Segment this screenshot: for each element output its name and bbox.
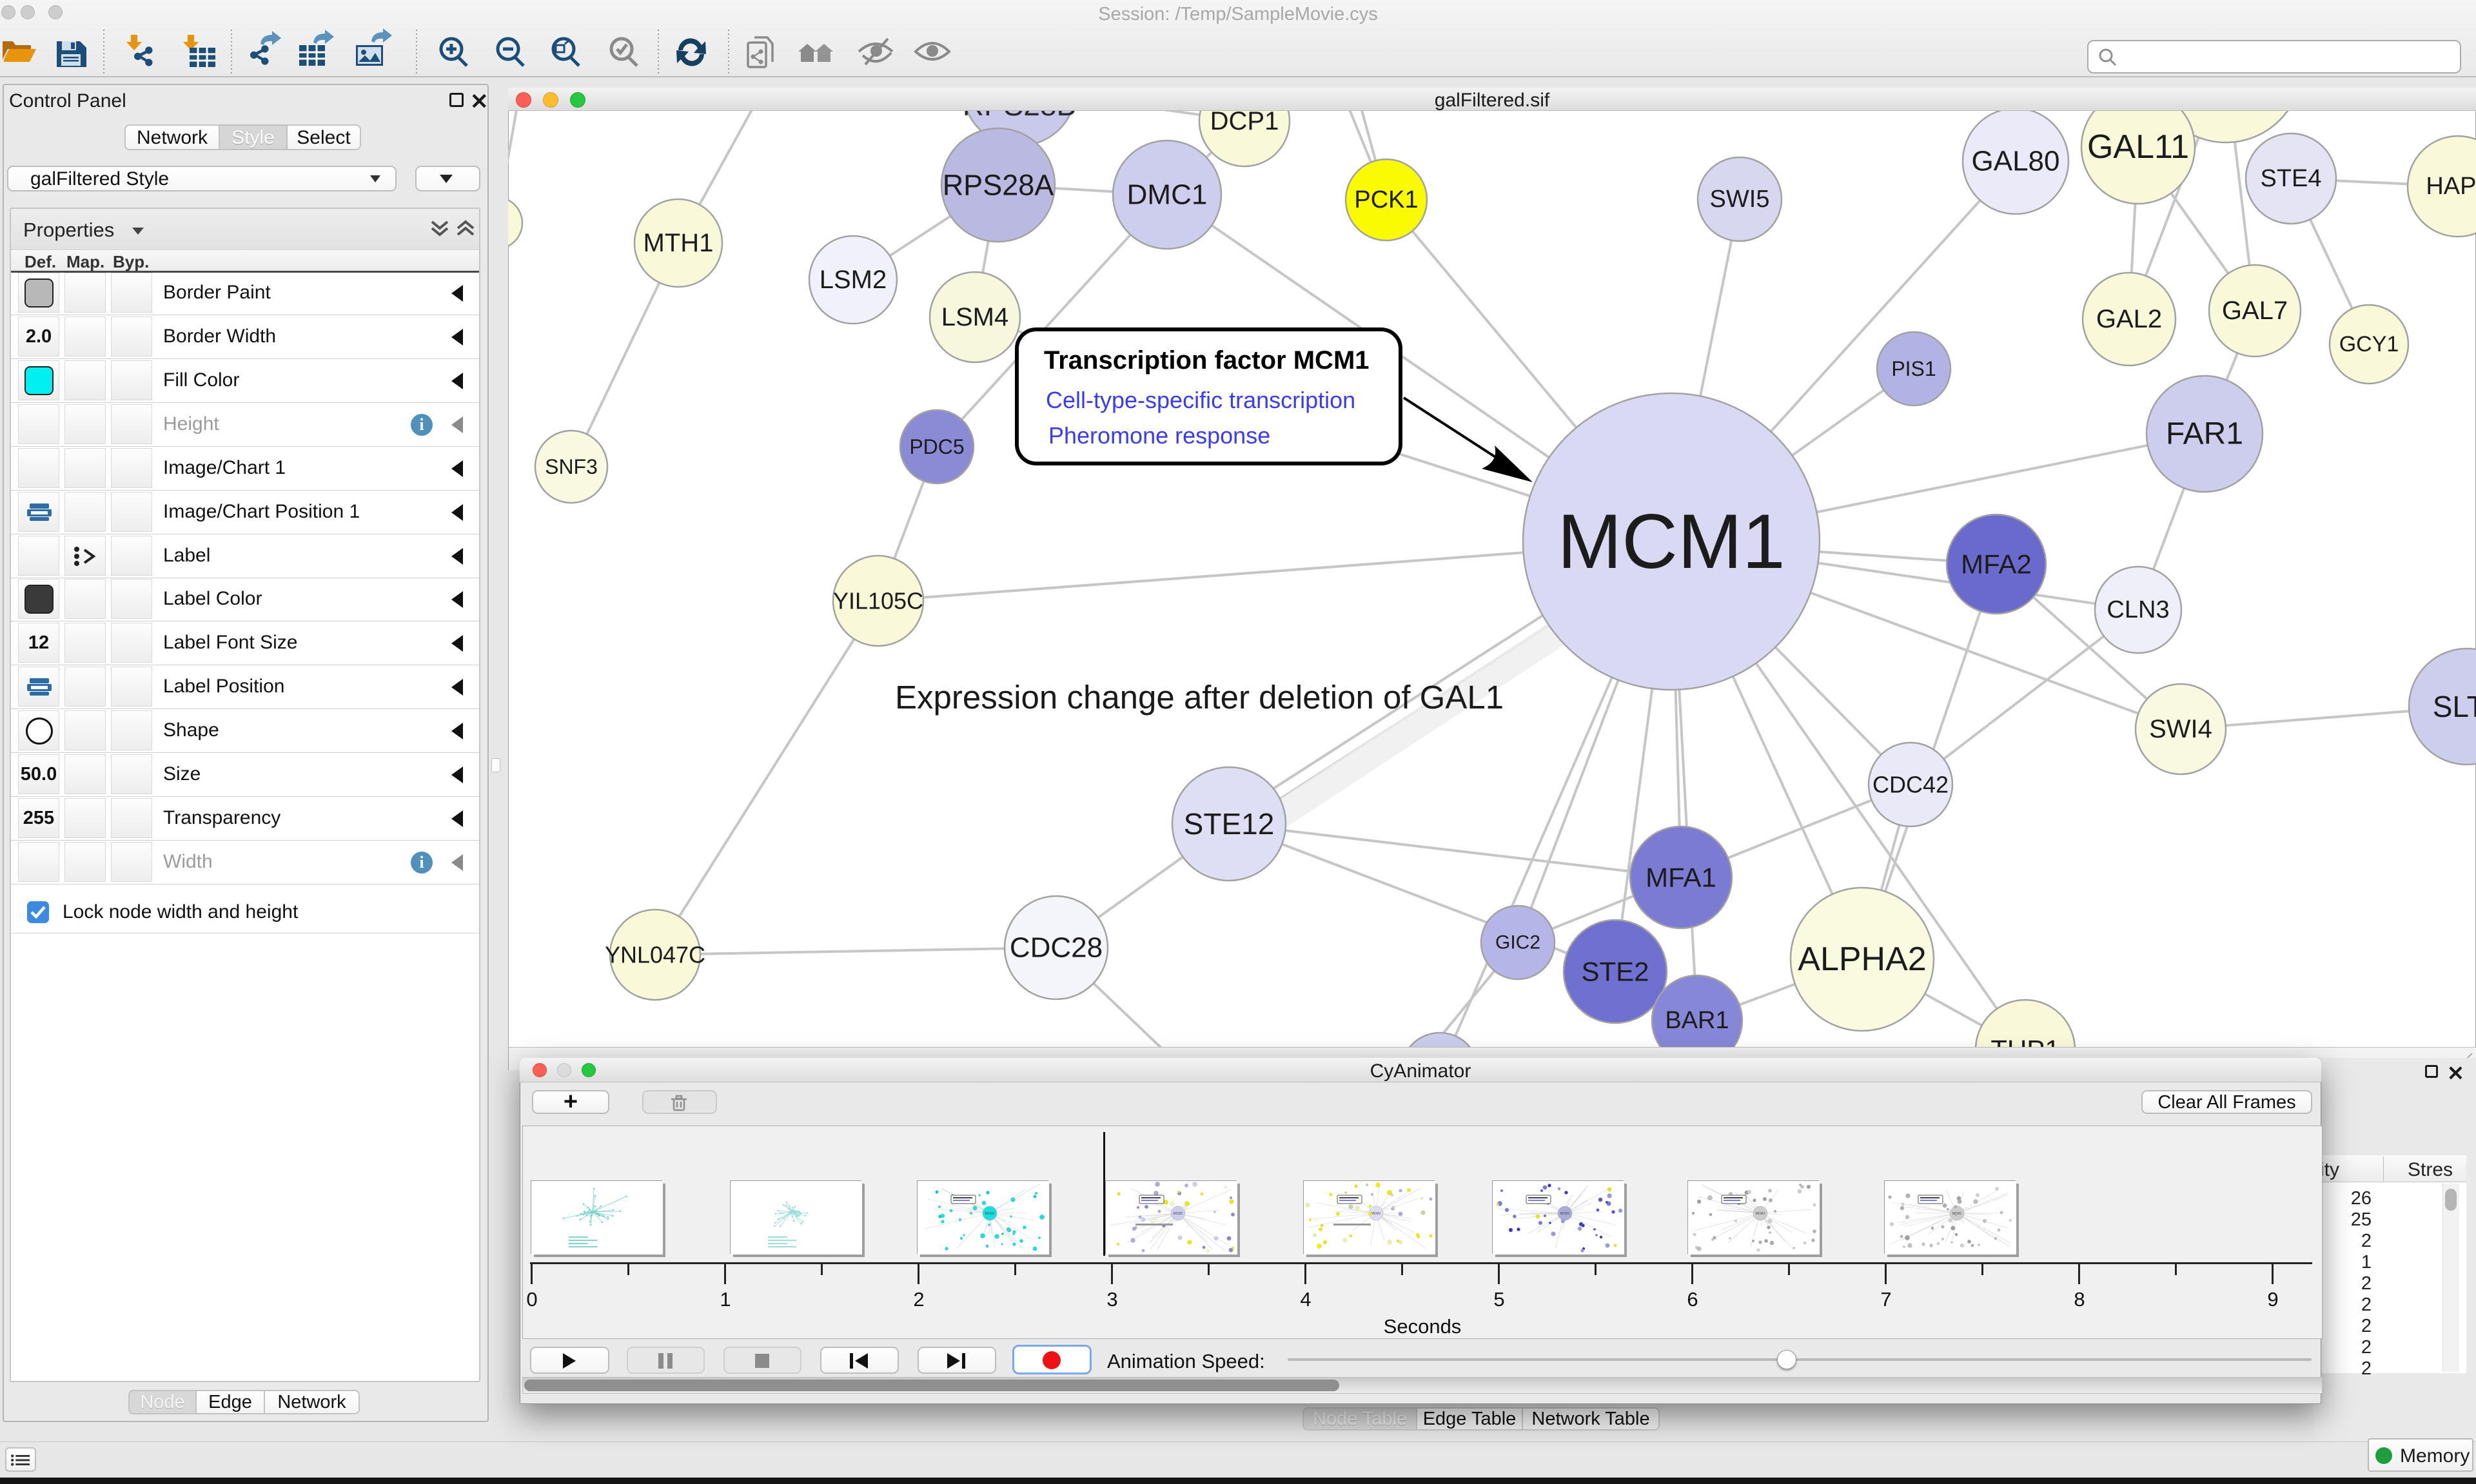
svg-text:DMC1: DMC1 bbox=[1127, 179, 1208, 211]
svg-text:GAL80: GAL80 bbox=[1972, 146, 2060, 177]
svg-text:GAL7: GAL7 bbox=[2222, 297, 2288, 325]
svg-text:Cell-type-specific transcripti: Cell-type-specific transcription bbox=[1046, 387, 1355, 413]
svg-text:ALPHA2: ALPHA2 bbox=[1798, 941, 1926, 978]
svg-text:MCM1: MCM1 bbox=[985, 1212, 995, 1216]
svg-text:YIL105C: YIL105C bbox=[833, 588, 923, 614]
svg-text:SWI5: SWI5 bbox=[1710, 186, 1770, 213]
svg-text:SNF3: SNF3 bbox=[545, 455, 598, 478]
svg-text:STE12: STE12 bbox=[1184, 807, 1275, 841]
svg-text:CDC28: CDC28 bbox=[1010, 932, 1103, 964]
svg-text:RPS28B: RPS28B bbox=[963, 111, 1076, 122]
svg-text:MCM1: MCM1 bbox=[1756, 1212, 1765, 1216]
svg-text:MCM1: MCM1 bbox=[1560, 1212, 1570, 1216]
svg-text:STE2: STE2 bbox=[1581, 957, 1649, 987]
svg-text:MTH1: MTH1 bbox=[644, 229, 714, 257]
svg-text:CDC42: CDC42 bbox=[1872, 772, 1949, 798]
svg-text:DCP1: DCP1 bbox=[1210, 111, 1279, 135]
svg-text:GAL2: GAL2 bbox=[2096, 305, 2162, 333]
svg-text:CLN3: CLN3 bbox=[2107, 596, 2169, 623]
svg-text:FAR1: FAR1 bbox=[2166, 417, 2243, 451]
svg-text:LSM4: LSM4 bbox=[941, 303, 1009, 331]
svg-text:LSM2: LSM2 bbox=[820, 266, 887, 294]
svg-text:GIC2: GIC2 bbox=[1495, 932, 1540, 953]
svg-text:BAR1: BAR1 bbox=[1665, 1007, 1729, 1034]
svg-text:PCK1: PCK1 bbox=[1354, 186, 1418, 213]
svg-text:MCM1: MCM1 bbox=[1174, 1212, 1183, 1216]
svg-text:HAP2: HAP2 bbox=[2426, 173, 2476, 200]
svg-text:MFA1: MFA1 bbox=[1646, 863, 1716, 893]
svg-text:YNL047C: YNL047C bbox=[605, 942, 705, 968]
svg-text:PIS1: PIS1 bbox=[1891, 357, 1936, 380]
svg-text:SWI4: SWI4 bbox=[2149, 715, 2212, 743]
svg-text:MCM1: MCM1 bbox=[1952, 1212, 1962, 1216]
svg-text:STE4: STE4 bbox=[2260, 165, 2321, 192]
svg-text:MFA2: MFA2 bbox=[1961, 549, 2032, 580]
svg-text:GAL11: GAL11 bbox=[2087, 128, 2189, 166]
svg-text:GCY1: GCY1 bbox=[2339, 332, 2399, 356]
svg-text:MCM1: MCM1 bbox=[1371, 1212, 1381, 1216]
svg-text:Transcription factor MCM1: Transcription factor MCM1 bbox=[1044, 346, 1370, 375]
svg-text:Expression change after deleti: Expression change after deletion of GAL1 bbox=[895, 679, 1504, 716]
svg-text:MCM1: MCM1 bbox=[1557, 498, 1785, 585]
svg-text:Pheromone response: Pheromone response bbox=[1048, 422, 1270, 449]
svg-text:RPS28A: RPS28A bbox=[943, 169, 1054, 202]
svg-text:PDC5: PDC5 bbox=[909, 435, 964, 458]
svg-text:SLT2: SLT2 bbox=[2433, 690, 2476, 723]
